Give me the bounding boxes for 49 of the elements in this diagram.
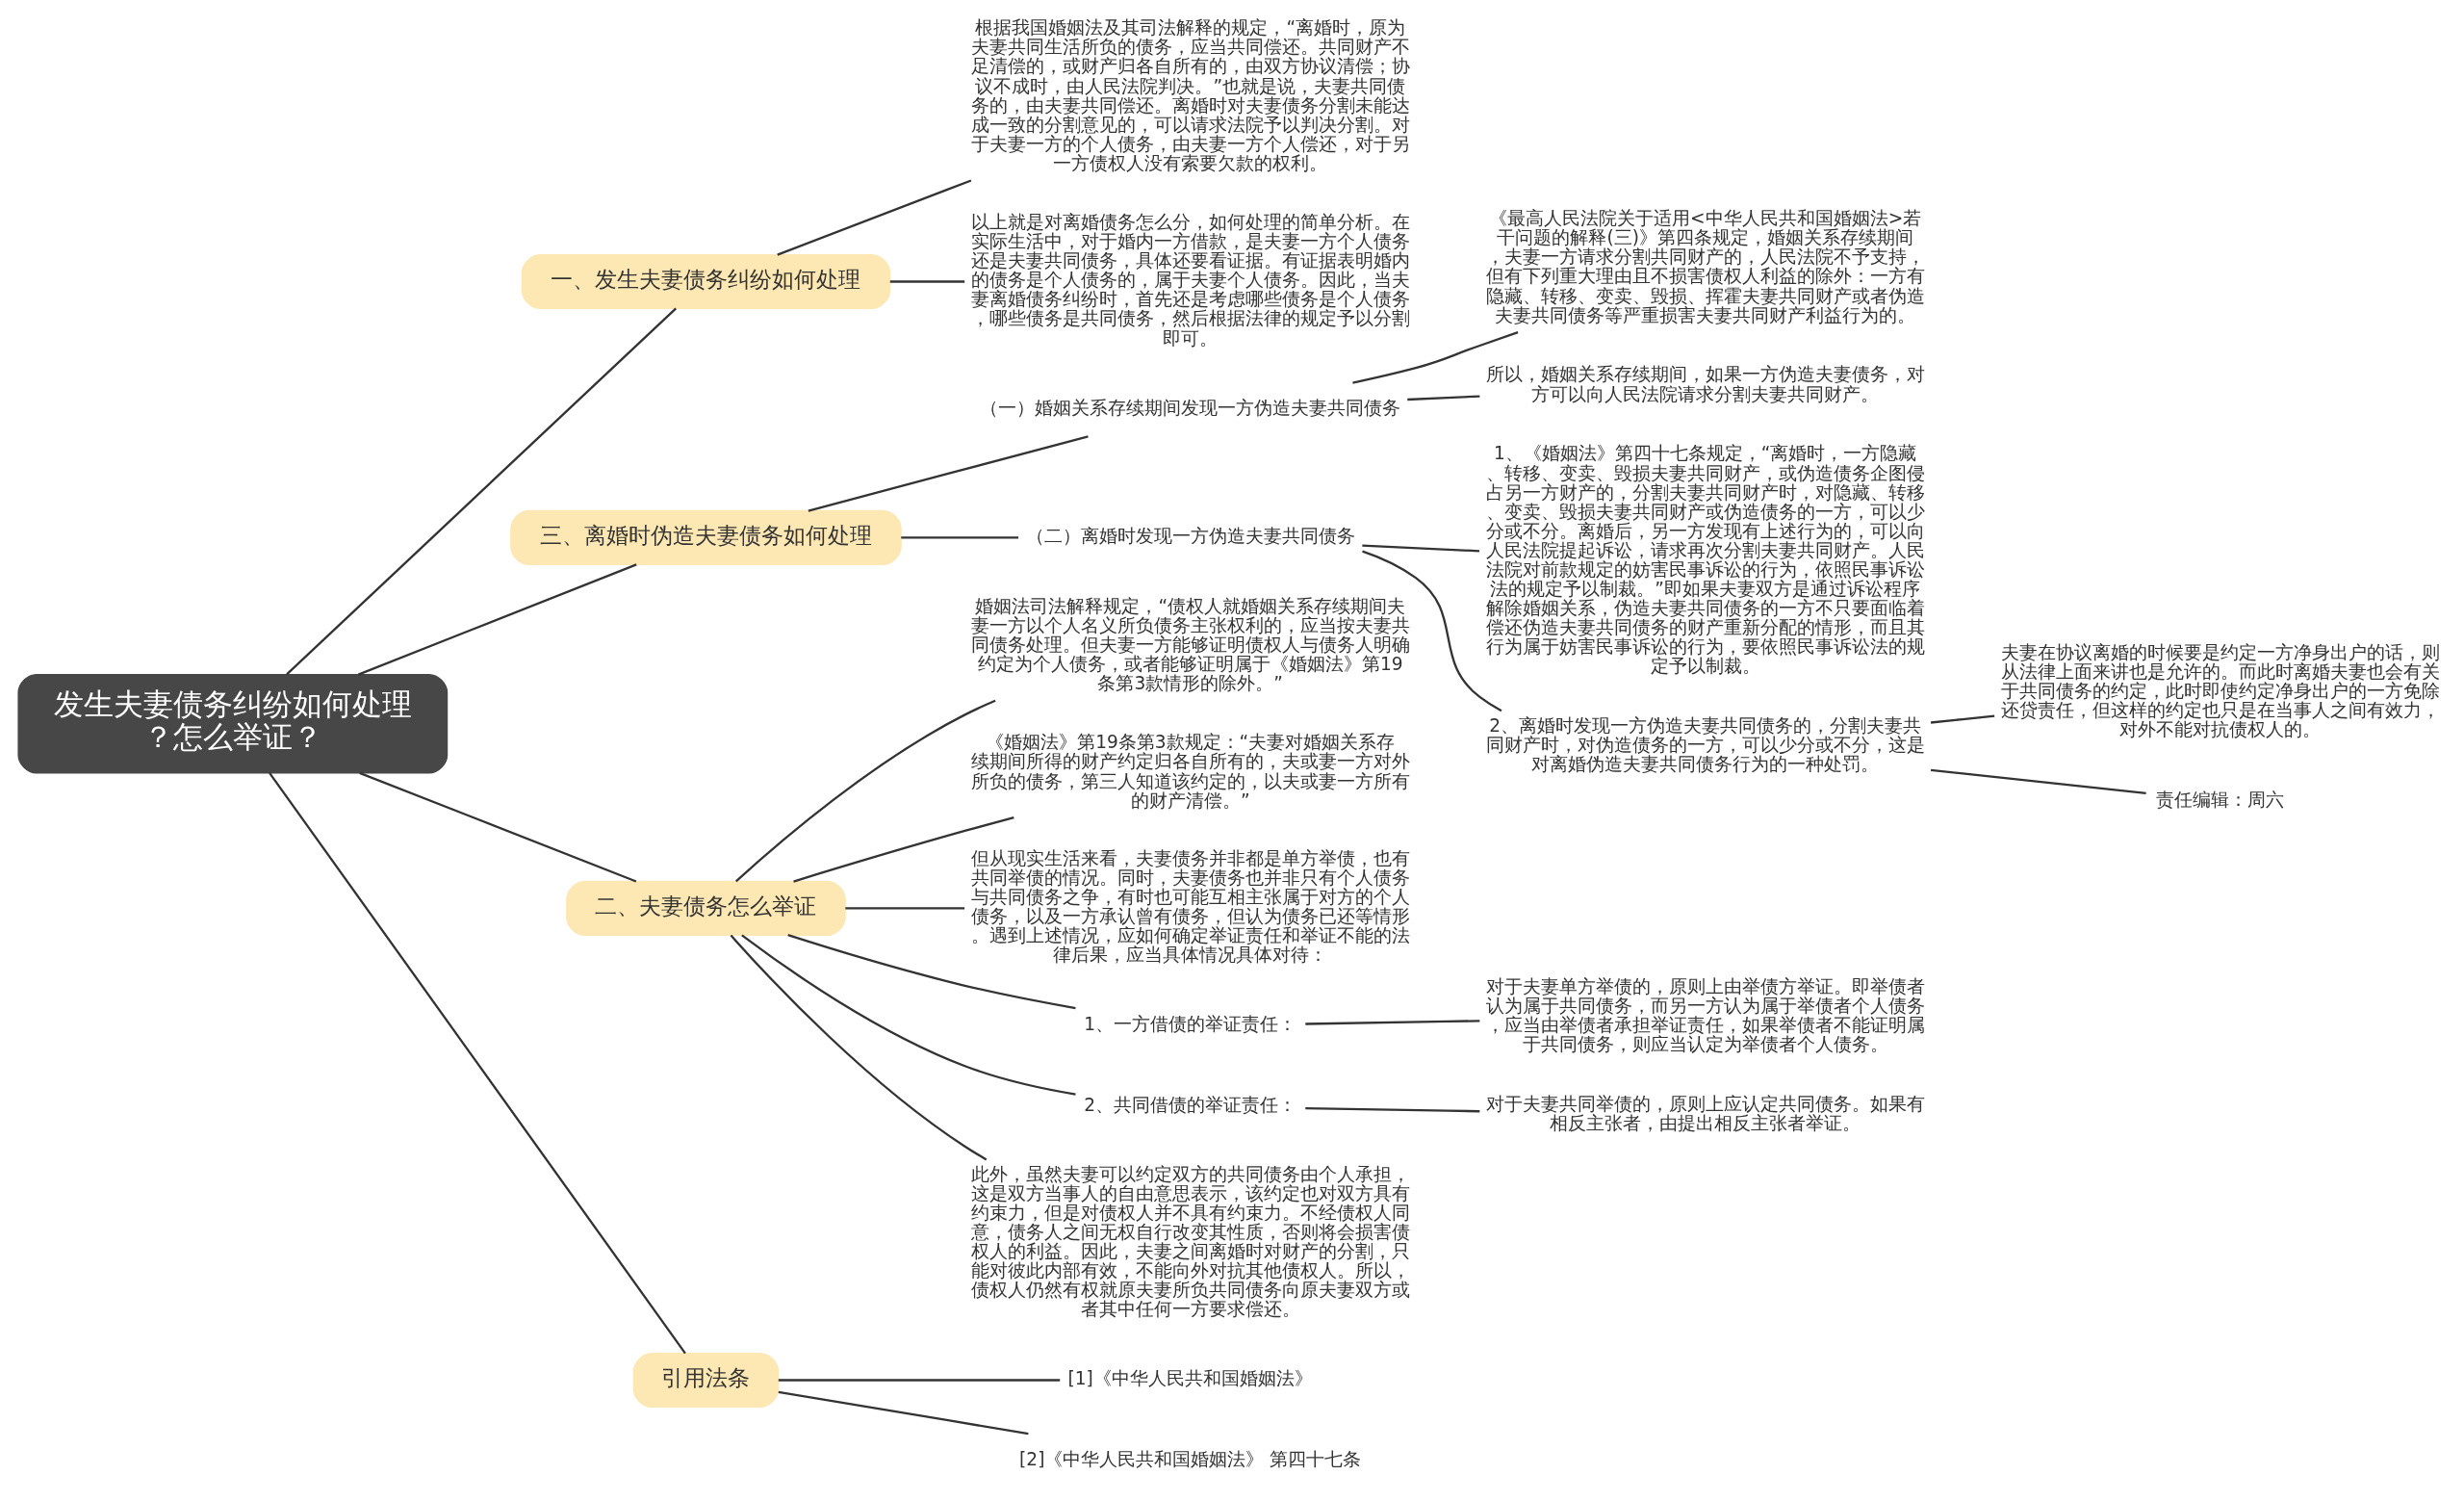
connector xyxy=(1305,1106,1480,1113)
node-text: 根据我国婚姻法及其司法解释的规定，“离婚时，原为夫妻共同生活所负的债务，应当共同偿还。共同财产不足清偿的，或财产归各自所有的，由双方协议清偿；协议不成时，由人民法院判决。”也就是说，夫妻共同债务的，由夫妻共同偿还。离婚时对夫妻债务分割未能达成一致的分割意见的，可以请求法院予以判决分割。对于夫妻一方的个人债务，由夫妻一方个人偿还，对于另一方债权人没有索要欠款的权利。 xyxy=(970,17,1410,173)
node-text: 婚姻法司法解释规定，“债权人就婚姻关系存续期间夫妻一方以个人名义所负债务主张权利的，应当按夫妻共同债务处理。但夫妻一方能够证明债权人与债务人明确约定为个人债务，或者能够证明属于《婚姻法》第19条第3款情形的除外。” xyxy=(970,595,1410,694)
connector xyxy=(793,815,1014,883)
node-text: 但从现实生活来看，夫妻债务并非都是单方举债，也有共同举债的情况。同时，夫妻债务也并非只有个人债务与共同债务之争，有时也可能互相主张属于对方的个人债务，以及一方承认曾有债务，但认为债务已还等情形。遇到上述情况，应如何确定举证责任和举证不能的法律后果，应当具体情况具体对待： xyxy=(970,847,1410,966)
node-box: 三、离婚时伪造夫妻债务如何处理 xyxy=(510,509,902,565)
connector xyxy=(1930,768,2146,795)
node-text: [2]《中华人民共和国婚姻法》 第四十七条 xyxy=(1019,1448,1362,1469)
node-box: 二、夫妻债务怎么举证 xyxy=(566,880,846,936)
connector xyxy=(889,280,965,283)
connector xyxy=(741,934,1076,1096)
connector xyxy=(286,307,677,676)
node-text: 以上就是对离婚债务怎么分，如何处理的简单分析。在实际生活中，对于婚内一方借款，是夫妻一方个人债务还是夫妻共同债务，具体还要看证据。有证据表明婚内的债务是个人债务的，属于夫妻个人债务。因此，当夫妻离婚债务纠纷时，首先还是考虑哪些债务是个人债务，哪些债务是共同债务，然后根据法律的规定予以分割即可。 xyxy=(970,211,1410,349)
node-text: （一）婚姻关系存续期间发现一方伪造夫妻共同债务 xyxy=(980,398,1401,419)
node-text: 2、离婚时发现一方伪造夫妻共同债务的，分割夫妻共同财产时，对伪造债务的一方，可以少分或不分，这是对离婚伪造夫妻共同债务行为的一种处罚。 xyxy=(1485,714,1925,774)
connector xyxy=(357,563,637,676)
connector xyxy=(1352,331,1519,384)
node-text: 对于夫妻共同举债的，原则上应认定共同债务。如果有相反主张者，由提出相反主张者举证。 xyxy=(1485,1094,1925,1134)
node-text: 1、《婚姻法》第四十七条规定，“离婚时，一方隐藏、转移、变卖、毁损夫妻共同财产，或伪造债务企图侵占另一方财产的，分割夫妻共同财产时，对隐藏、转移、变卖、毁损夫妻共同财产或伪造债务的一方，可以少分或不分。离婚后，另一方发现有上述行为的，可以向人民法院提起诉讼，请求再次分割夫妻共同财产。人民法院对前款规定的妨害民事诉讼的行为，依照民事诉讼法的规定予以制裁。”即如果夫妻双方是通过诉讼程序解除婚姻关系，伪造夫妻共同债务的一方不只要面临着偿还伪造夫妻共同债务的财产重新分配的情形，而且其行为属于妨害民事诉讼的行为，要依照民事诉讼法的规定予以制裁。 xyxy=(1485,443,1925,677)
connector xyxy=(1362,550,1502,712)
connector xyxy=(778,1379,1061,1382)
connector xyxy=(269,772,686,1355)
node-box: 引用法条 xyxy=(632,1352,780,1409)
node-text: 所以，婚姻关系存续期间，如果一方伪造夫妻债务，对方可以向人民法院请求分割夫妻共同财产。 xyxy=(1485,364,1925,404)
connector xyxy=(1362,544,1480,553)
connector xyxy=(730,934,988,1161)
node-text: 2、共同借债的举证责任： xyxy=(1084,1094,1297,1115)
node-box: 发生夫妻债务纠纷如何处理？怎么举证？ xyxy=(17,673,449,774)
node-text: （二）离婚时发现一方伪造夫妻共同债务 xyxy=(1025,526,1355,547)
node-text: 《婚姻法》第19条第3款规定：“夫妻对婚姻关系存续期间所得的财产约定归各自所有的，夫或妻一方对外所负的债务，第三人知道该约定的，以夫或妻一方所有的财产清偿。” xyxy=(970,732,1410,811)
connector xyxy=(1407,395,1480,401)
connector xyxy=(734,699,996,883)
connector xyxy=(777,179,972,256)
connector xyxy=(787,934,1076,1010)
node-box: 一、发生夫妻债务纠纷如何处理 xyxy=(521,253,891,310)
connector xyxy=(808,435,1089,512)
connector xyxy=(1930,714,1995,724)
node-text: 1、一方借债的举证责任： xyxy=(1084,1014,1297,1035)
connector xyxy=(778,1390,1029,1436)
connector xyxy=(845,907,965,910)
node-text: 夫妻在协议离婚的时候要是约定一方净身出户的话，则从法律上面来讲也是允许的。而此时离婚夫妻也会有关于共同债务的约定，此时即使约定净身出户的一方免除还贷责任，但这样的约定也只是在当事人之间有效力，对外不能对抗债权人的。 xyxy=(2000,641,2440,740)
node-text: 此外，虽然夫妻可以约定双方的共同债务由个人承担，这是双方当事人的自由意思表示，该约定也对双方具有约束力，但是对债权人并不具有约束力。不经债权人同意，债务人之间无权自行改变其性质，否则将会损害债权人的利益。因此，夫妻之间离婚时对财产的分割，只能对彼此内部有效，不能向外对抗其他债权人。所以，债权人仍然有权就原夫妻所负共同债务向原夫妻双方或者其中任何一方要求偿还。 xyxy=(970,1163,1410,1320)
node-text: 对于夫妻单方举债的，原则上由举债方举证。即举债者认为属于共同债务，而另一方认为属于举债者个人债务，应当由举债者承担举证责任，如果举债者不能证明属于共同债务，则应当认定为举债者个人债务。 xyxy=(1485,975,1925,1055)
node-text: 责任编辑：周六 xyxy=(2156,789,2285,810)
connector xyxy=(901,536,1019,539)
node-text: 《最高人民法院关于适用<中华人民共和国婚姻法>若干问题的解释(三)》第四条规定，婚姻关系存续期间，夫妻一方请求分割共同财产的，人民法院不予支持，但有下列重大理由且不损害债权人利益的除外：一方有隐藏、转移、变卖、毁损、挥霍夫妻共同财产或者伪造夫妻共同债务等严重损害夫妻共同财产利益行为的。 xyxy=(1485,208,1925,325)
connector xyxy=(359,771,637,883)
connector xyxy=(1305,1020,1480,1025)
node-text: [1]《中华人民共和国婚姻法》 xyxy=(1067,1368,1313,1389)
